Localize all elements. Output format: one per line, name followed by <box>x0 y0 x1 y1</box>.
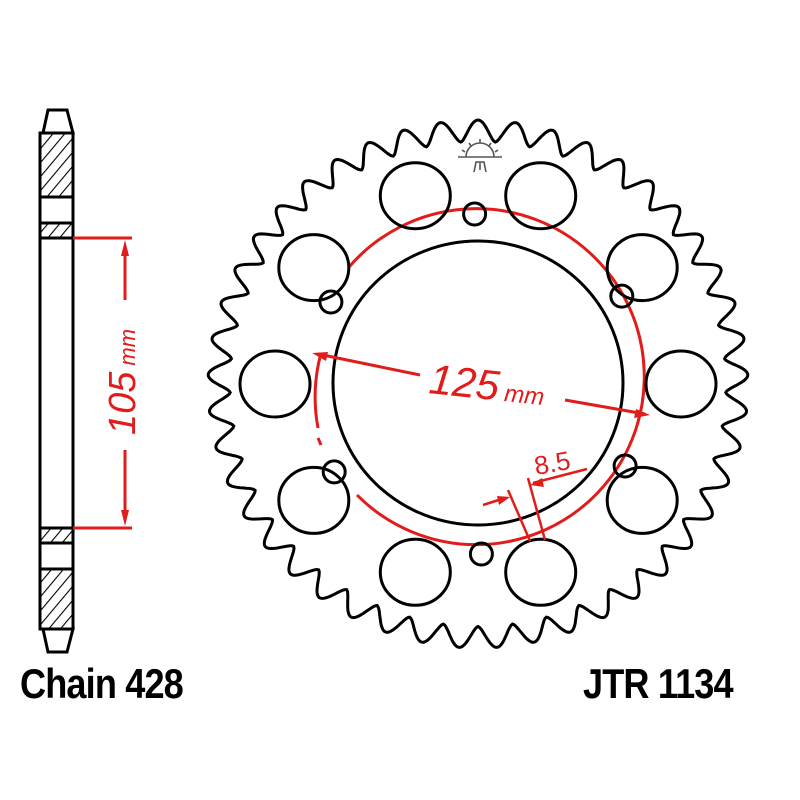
bore-dimension-value: 105 <box>102 371 144 435</box>
profile-upper-hatch <box>38 221 75 240</box>
bolt-circle <box>313 207 646 547</box>
part-number-label: JTR 1134 <box>583 660 734 707</box>
bolt-hole <box>468 541 494 567</box>
bolt-circle-dimension-value: 125 <box>427 355 502 409</box>
bolt-hole-dimension-label: 8.5 <box>532 445 573 481</box>
lightening-hole <box>378 537 452 607</box>
bolt-circle-dimension-label: 125mm <box>427 355 547 414</box>
lightening-hole <box>277 233 351 303</box>
sprocket-teeth-outline <box>206 118 750 649</box>
bore-dimension-unit: mm <box>115 329 140 366</box>
side-profile <box>38 108 75 654</box>
bolt-hole <box>612 453 638 479</box>
bolt-hole-dimension: 8.5 <box>482 445 588 542</box>
profile-bottom-hatch <box>38 567 75 631</box>
lightening-hole <box>605 465 679 535</box>
profile-lower-hatch <box>38 526 75 545</box>
lightening-hole <box>644 349 718 419</box>
lightening-hole <box>238 349 312 419</box>
profile-top-hatch <box>38 131 75 199</box>
bolt-hole <box>609 283 635 309</box>
lightening-hole <box>378 161 452 231</box>
bolt-hole <box>318 289 344 315</box>
lightening-hole <box>277 465 351 535</box>
bolt-circle-dimension: 125mm <box>312 352 650 418</box>
bolt-hole <box>462 201 488 227</box>
chain-size-label: Chain 428 <box>20 660 184 707</box>
bore-dimension: 105 mm <box>73 236 144 530</box>
profile-top-gap <box>38 195 75 225</box>
profile-body <box>38 236 75 530</box>
lightening-hole <box>504 161 578 231</box>
lightening-holes <box>238 161 718 607</box>
bolt-circle-dimension-unit: mm <box>503 380 546 411</box>
jt-sun-logo-icon <box>458 139 502 173</box>
lightening-hole <box>605 233 679 303</box>
bolt-holes <box>318 201 638 567</box>
profile-top-chamfer <box>41 108 75 135</box>
lightening-hole <box>504 537 578 607</box>
bolt-hole <box>321 459 347 485</box>
center-bore <box>331 239 625 527</box>
bore-dimension-label: 105 mm <box>102 329 144 435</box>
profile-bottom-gap <box>38 541 75 571</box>
profile-bottom-chamfer <box>41 627 75 654</box>
